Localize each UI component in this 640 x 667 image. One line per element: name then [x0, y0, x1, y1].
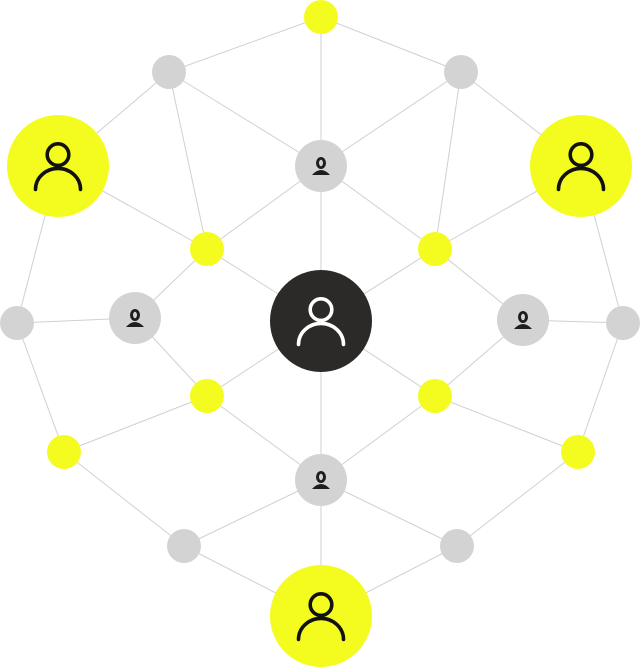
edge: [577, 322, 624, 453]
connector-node-yellow[interactable]: [190, 379, 224, 413]
user-icon: [296, 591, 346, 642]
user-icon: [33, 142, 83, 192]
connector-node-gray[interactable]: [440, 529, 474, 563]
edge: [320, 16, 462, 73]
connector-node-yellow[interactable]: [561, 435, 595, 469]
user-node[interactable]: [7, 115, 109, 217]
edge: [168, 71, 208, 250]
user-icon: [514, 311, 532, 329]
edge: [168, 16, 322, 73]
connector-node-yellow[interactable]: [418, 379, 452, 413]
edge: [63, 395, 208, 453]
user-icon: [556, 142, 606, 192]
connector-node-yellow[interactable]: [418, 232, 452, 266]
connector-node-gray[interactable]: [167, 529, 201, 563]
edge: [320, 71, 462, 167]
edge: [63, 451, 185, 547]
edge: [434, 395, 579, 453]
small-user-node[interactable]: [109, 292, 161, 344]
small-user-node[interactable]: [295, 454, 347, 506]
edge: [16, 322, 65, 453]
edge: [434, 71, 462, 250]
center-user-node[interactable]: [270, 270, 372, 372]
user-icon: [312, 471, 330, 489]
user-icon: [312, 157, 330, 175]
small-user-node[interactable]: [295, 140, 347, 192]
connector-node-gray[interactable]: [444, 55, 478, 89]
edge: [456, 451, 579, 547]
connector-node-gray[interactable]: [606, 306, 640, 340]
connector-node-gray[interactable]: [152, 55, 186, 89]
user-node[interactable]: [270, 565, 372, 667]
connector-node-yellow[interactable]: [190, 232, 224, 266]
connector-node-yellow[interactable]: [47, 435, 81, 469]
user-icon: [296, 297, 346, 347]
user-icon: [126, 309, 144, 327]
user-node[interactable]: [530, 115, 632, 217]
connector-node-yellow[interactable]: [304, 0, 338, 34]
edge: [168, 71, 322, 167]
connector-node-gray[interactable]: [0, 306, 34, 340]
small-user-node[interactable]: [497, 294, 549, 346]
